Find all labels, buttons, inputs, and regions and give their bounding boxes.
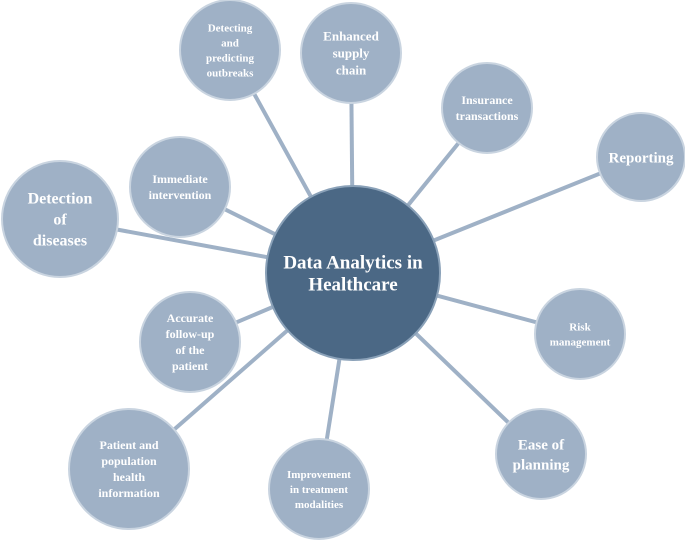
node-label-line: follow-up — [166, 327, 215, 341]
node-label-line: Enhanced — [323, 29, 379, 44]
node-label-line: predicting — [206, 52, 255, 64]
node-improvement-treatment: Improvement in treatment modalities — [268, 438, 370, 540]
node-label-line: Accurate — [167, 311, 214, 325]
node-risk-management: Risk management — [534, 288, 626, 380]
node-label-line: Risk — [569, 321, 591, 333]
node-reporting: Reporting — [596, 112, 685, 202]
node-label-line: Improvement — [287, 469, 351, 481]
node-circle — [139, 291, 241, 393]
node-population-health: Patient and population health information — [68, 408, 190, 530]
node-label-line: Immediate — [152, 172, 208, 186]
node-label-line: intervention — [149, 188, 212, 202]
node-label-line: of — [53, 212, 67, 229]
node-label-line: transactions — [456, 109, 519, 123]
node-circle — [441, 62, 533, 154]
node-label-line: Detection — [28, 191, 93, 208]
node-detection-diseases: Detection of diseases — [1, 160, 119, 278]
node-label-line: Detecting — [208, 22, 253, 34]
node-label-line: in treatment — [290, 484, 348, 496]
node-label-line: Insurance — [461, 93, 513, 107]
node-circle — [179, 0, 281, 101]
node-insurance-transactions: Insurance transactions — [441, 62, 533, 154]
center-title-line: Healthcare — [308, 275, 397, 296]
node-circle — [534, 288, 626, 380]
node-circle — [596, 112, 685, 202]
node-label-line: patient — [172, 359, 208, 373]
node-label-line: management — [550, 336, 611, 348]
node-detecting-outbreaks: Detecting and predicting outbreaks — [179, 0, 281, 101]
node-label-line: Patient and — [99, 438, 158, 452]
node-label-line: Ease of — [518, 437, 565, 453]
node-label-line: chain — [336, 63, 367, 78]
center-circle — [265, 185, 441, 361]
node-label-line: Reporting — [609, 150, 674, 166]
node-label-line: diseases — [33, 233, 87, 250]
node-label-line: and — [221, 37, 239, 49]
node-enhanced-supply-chain: Enhanced supply chain — [300, 2, 402, 104]
node-circle — [268, 438, 370, 540]
node-label-line: information — [98, 486, 160, 500]
node-label-line: modalities — [295, 499, 344, 511]
node-label-line: population — [101, 454, 157, 468]
node-immediate-intervention: Immediate intervention — [129, 136, 231, 238]
node-circle — [1, 160, 119, 278]
node-circle — [495, 408, 587, 500]
node-label-line: health — [113, 470, 145, 484]
node-label-line: supply — [333, 46, 370, 61]
node-circle — [129, 136, 231, 238]
center-title-line: Data Analytics in — [283, 253, 423, 274]
node-label-line: of the — [176, 343, 206, 357]
node-label-line: planning — [513, 457, 570, 473]
node-circle — [68, 408, 190, 530]
node-circle — [300, 2, 402, 104]
node-accurate-follow-up: Accurate follow-up of the patient — [139, 291, 241, 393]
node-label-line: outbreaks — [207, 67, 255, 79]
node-ease-of-planning: Ease of planning — [495, 408, 587, 500]
